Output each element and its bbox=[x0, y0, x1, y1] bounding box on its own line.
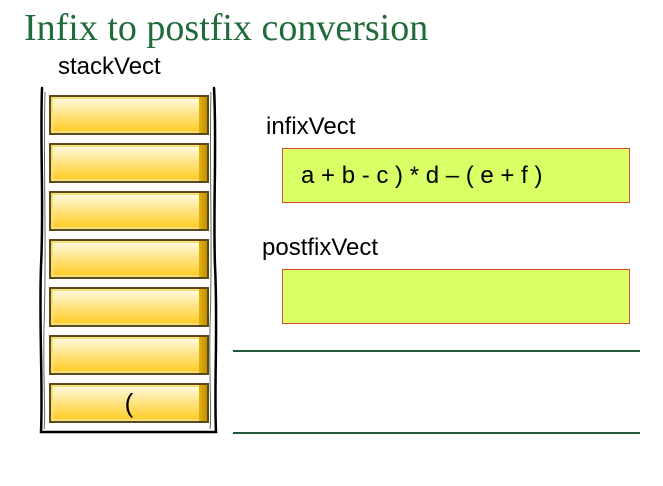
divider-line bbox=[233, 432, 640, 434]
stack-slot bbox=[49, 239, 209, 279]
stack-container bbox=[38, 86, 220, 436]
stack-slot bbox=[49, 95, 209, 135]
stack-frame-outline bbox=[39, 86, 218, 434]
stack-label: stackVect bbox=[58, 53, 161, 80]
stack-slot bbox=[49, 191, 209, 231]
infix-label: infixVect bbox=[266, 113, 356, 140]
infix-vector: a + b - c ) * d – ( e + f ) bbox=[282, 148, 630, 203]
postfix-vector bbox=[282, 269, 630, 324]
page-title: Infix to postfix conversion bbox=[24, 7, 429, 49]
stack-slot bbox=[49, 287, 209, 327]
stack-slot bbox=[49, 143, 209, 183]
stack-slot bbox=[49, 335, 209, 375]
divider-line bbox=[233, 350, 640, 352]
postfix-label: postfixVect bbox=[262, 234, 379, 261]
stack-slot-top: ( bbox=[49, 383, 209, 423]
